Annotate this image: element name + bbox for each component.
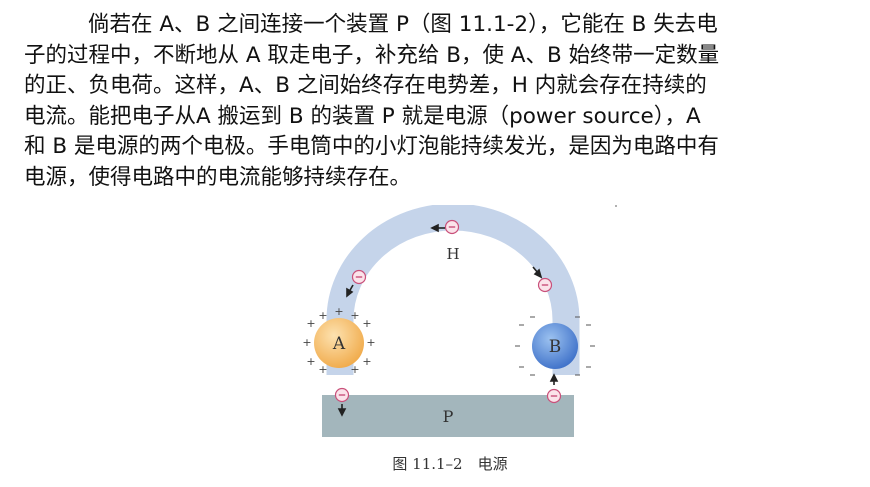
electron-a-bottom (334, 387, 350, 403)
svg-text:+: + (302, 336, 311, 349)
flow-arrows (337, 223, 559, 417)
svg-text:+: + (350, 309, 359, 322)
electron-right (537, 277, 553, 293)
paragraph-line: 的正、负电荷。这样，A、B 之间始终存在电势差，H 内就会存在持续的 (24, 73, 707, 98)
stray-dot (615, 205, 617, 207)
device-p (322, 395, 574, 437)
svg-text:+: + (318, 309, 327, 322)
label-a: A (332, 334, 346, 354)
negative-charges (515, 316, 595, 376)
electron-b-bottom (546, 388, 562, 404)
body-paragraph: 倘若在 A、B 之间连接一个装置 P（图 11.1-2），它能在 B 失去电 子… (24, 10, 864, 193)
label-b: B (549, 337, 562, 357)
svg-text:+: + (350, 363, 359, 376)
paragraph-line: 电流。能把电子从A 搬运到 B 的装置 P 就是电源（power source）… (24, 103, 701, 129)
electron-top (444, 219, 460, 235)
positive-charges: +++++ ++ ++++ (302, 305, 375, 376)
svg-text:+: + (334, 305, 343, 318)
svg-text:+: + (362, 355, 371, 368)
svg-text:+: + (306, 355, 315, 368)
conductor-h (326, 205, 580, 375)
svg-text:+: + (318, 363, 327, 376)
power-source-diagram: P A +++++ ++ ++++ B H (302, 205, 595, 437)
paragraph-line: 电源，使得电路中的电流能够持续存在。 (24, 164, 412, 190)
label-p: P (443, 407, 454, 426)
svg-text:+: + (362, 317, 371, 330)
electrode-b: B (515, 316, 595, 376)
figure-caption: 图 11.1–2 电源 (392, 455, 508, 473)
label-h: H (446, 245, 459, 263)
paragraph-line: 子的过程中，不断地从 A 取走电子，补充给 B，使 A、B 始终带一定数量 (24, 42, 720, 68)
electron-left (351, 269, 367, 285)
svg-text:+: + (366, 336, 375, 349)
paragraph-line: 倘若在 A、B 之间连接一个装置 P（图 11.1-2），它能在 B 失去电 (88, 12, 718, 37)
paragraph-line: 和 B 是电源的两个电极。手电筒中的小灯泡能持续发光，是因为电路中有 (24, 134, 719, 159)
electrode-a: A +++++ ++ ++++ (302, 305, 375, 376)
svg-text:+: + (306, 317, 315, 330)
